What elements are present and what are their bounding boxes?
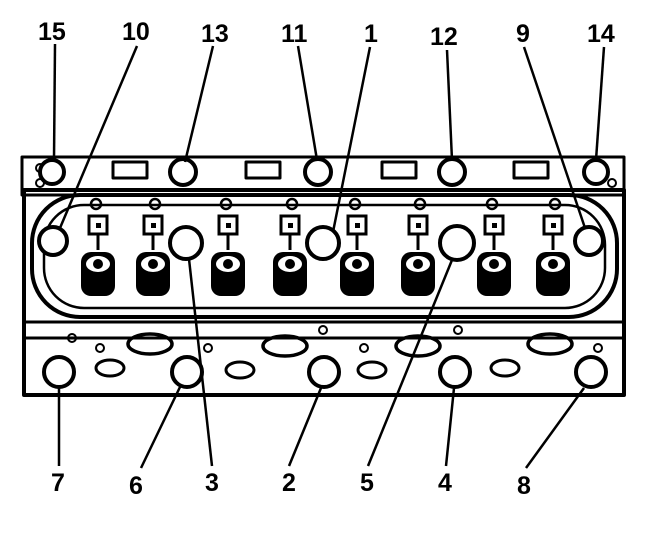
callout-4: 4 [438,469,452,497]
rocker-stud-assembly [211,197,245,296]
head-bolt-9 [573,225,605,257]
head-bolt-6 [170,355,204,389]
rocker-stud-assembly [136,197,170,296]
rocker-rail-inner [42,203,607,310]
rocker-rail-outer [30,193,619,319]
head-bolt-10 [37,225,69,257]
upper-port-windows [111,160,550,180]
head-bolt-7 [42,355,76,389]
cylinder-head [20,155,626,397]
guide-plate-slot [416,223,421,228]
callout-7: 7 [51,469,65,497]
rocker-stud-assembly [477,197,511,296]
valve-stem-tip [548,259,558,269]
head-bolt-8 [574,355,608,389]
leader-line-9 [522,46,587,229]
leader-line-8 [524,387,586,469]
deck-holes [35,163,617,353]
head-bolt-3 [168,225,204,261]
intake-ports [94,332,574,380]
callout-15: 15 [38,18,66,46]
leader-line-13 [183,45,215,163]
callout-11: 11 [281,20,308,48]
rocker-stud-assembly [81,197,115,296]
callout-5: 5 [360,469,374,497]
callout-12: 12 [430,23,458,51]
valve-stem-tip [489,259,499,269]
guide-plate-slot [551,223,556,228]
valvetrain-components [81,197,570,296]
guide-plate-slot [288,223,293,228]
rocker-stud-assembly [340,197,374,296]
pushrod-hole [548,197,562,211]
guide-plate-slot [355,223,360,228]
head-bolt-1 [305,225,341,261]
rocker-stud-assembly [401,197,435,296]
leader-line-10 [58,45,139,229]
leader-line-15 [52,43,57,161]
rocker-stud-assembly [536,197,570,296]
callout-6: 6 [129,472,143,500]
guide-plate-slot [492,223,497,228]
leader-line-11 [296,45,319,161]
valve-stem-tip [352,259,362,269]
callout-10: 10 [122,18,150,46]
head-outline [22,188,626,397]
leader-line-4 [444,387,456,467]
callout-8: 8 [517,472,531,500]
valve-stem-tip [93,259,103,269]
callout-2: 2 [282,469,296,497]
leader-line-12 [445,49,454,161]
leader-line-14 [594,46,606,161]
valve-stem-tip [413,259,423,269]
callout-labels: 15 10 13 11 1 12 9 14 7 6 3 2 5 4 8 [38,18,615,500]
head-bolts [37,157,610,389]
leader-line-6 [139,386,182,469]
valve-stem-tip [285,259,295,269]
head-bolt-15 [38,158,66,186]
guide-plate-slot [151,223,156,228]
leader-line-1 [331,46,372,233]
head-bolt-13 [168,157,198,187]
callout-13: 13 [201,20,229,48]
leader-line-5 [366,259,454,467]
pushrod-hole [348,197,362,211]
pushrod-hole [219,197,233,211]
pushrod-hole [285,197,299,211]
callout-14: 14 [587,20,615,48]
callout-leader-lines [52,43,606,469]
guide-plate-slot [226,223,231,228]
head-bolt-12 [437,157,467,187]
head-bolt-11 [303,157,333,187]
pushrod-hole [413,197,427,211]
rocker-stud-assembly [273,197,307,296]
callout-3: 3 [205,469,219,497]
callout-1: 1 [364,20,378,48]
head-bolt-4 [438,355,472,389]
pushrod-hole [89,197,103,211]
head-bolt-14 [582,158,610,186]
pushrod-hole [148,197,162,211]
leader-line-3 [187,258,214,467]
leader-line-2 [287,387,323,467]
head-bolt-2 [307,355,341,389]
guide-plate-slot [96,223,101,228]
pushrod-hole [485,197,499,211]
valve-stem-tip [148,259,158,269]
head-bolt-5 [438,224,476,262]
valve-stem-tip [223,259,233,269]
callout-9: 9 [516,20,530,48]
